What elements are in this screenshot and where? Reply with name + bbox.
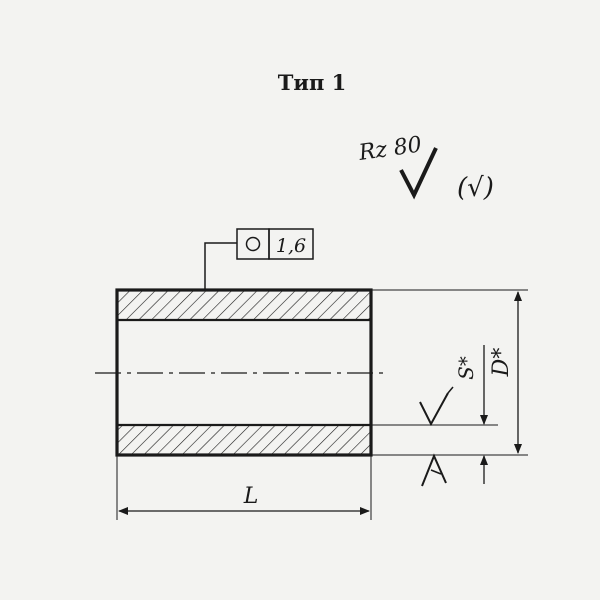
circularity-icon: [245, 236, 261, 252]
surface-check-icon: [419, 392, 449, 427]
outer-diameter-dimension: D*: [489, 291, 522, 454]
tolerance-symbol-cell: [236, 228, 270, 260]
wall-thickness-label: S*: [454, 356, 478, 380]
roughness-label: Rz 80: [356, 132, 423, 166]
surface-mark-lower: [421, 453, 447, 487]
length-label: L: [243, 484, 259, 509]
drawing-title: Тип 1: [278, 70, 347, 95]
extension-lines: [116, 289, 528, 520]
outer-diameter-label: D*: [489, 348, 514, 378]
leader-line: [204, 242, 237, 290]
surface-mark-upper: [419, 386, 454, 427]
bushing-section: [95, 288, 384, 457]
tolerance-frame: 1,6: [204, 228, 314, 290]
top-wall-hatch: [117, 290, 371, 320]
bottom-wall-hatch: [117, 425, 371, 455]
surface-check-icon: [421, 453, 447, 487]
roughness-group: Rz 80 (√): [356, 132, 493, 203]
wall-thickness-dimension: S*: [454, 345, 488, 484]
roughness-other-sign: (√): [457, 173, 494, 203]
tolerance-value-cell: [268, 228, 314, 260]
tolerance-value: 1,6: [276, 235, 306, 257]
roughness-check-icon: [399, 147, 438, 200]
length-dimension: L: [118, 484, 370, 515]
